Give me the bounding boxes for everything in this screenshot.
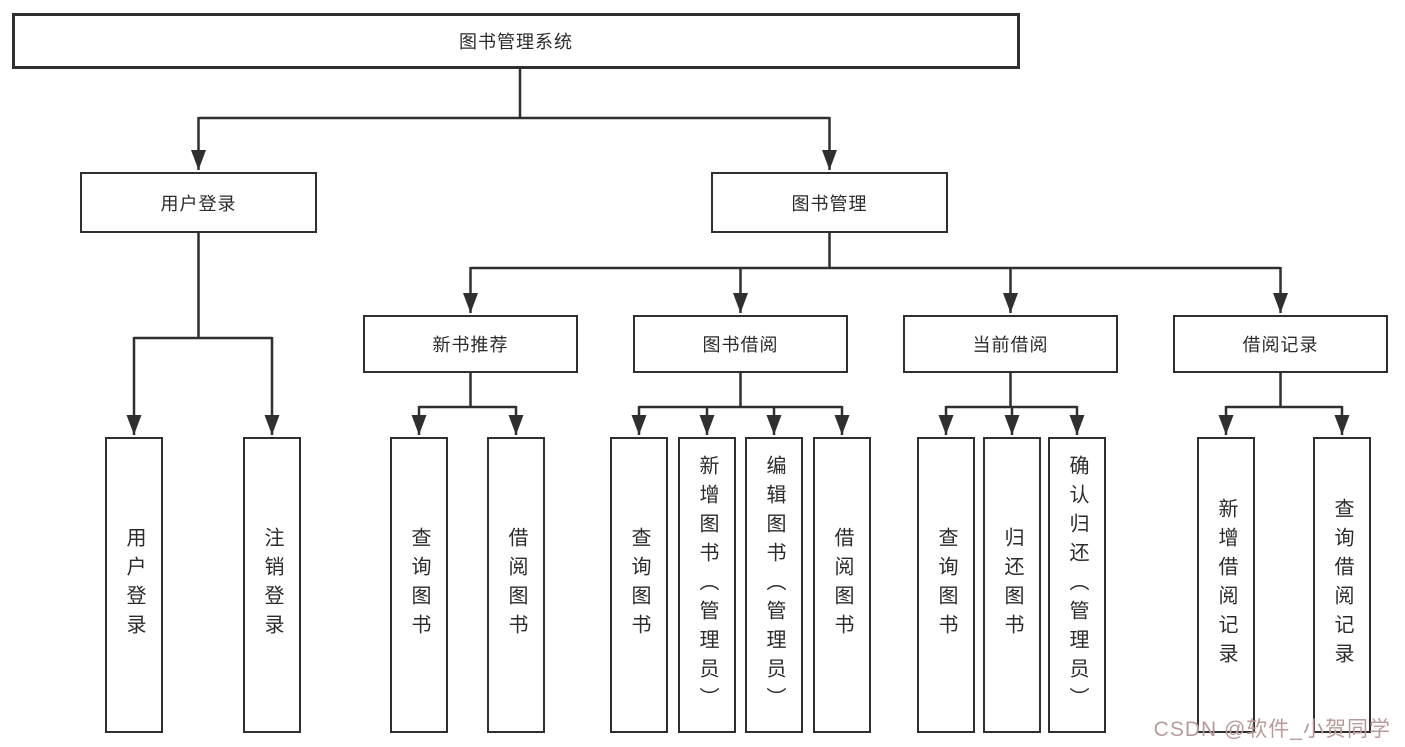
leaf-logout: 注销登录	[243, 437, 301, 733]
leaf-query-borrow-record: 查询借阅记录	[1313, 437, 1371, 733]
node-user-login-label: 用户登录	[160, 193, 237, 214]
leaf-edit-book-admin: 编辑图书（管理员）	[745, 437, 803, 733]
leaf-query-books-recommend: 查询图书	[390, 437, 448, 733]
node-borrow-records: 借阅记录	[1173, 315, 1388, 373]
node-borrow-records-label: 借阅记录	[1242, 335, 1319, 355]
leaf-query-books-borrow: 查询图书	[610, 437, 668, 733]
node-book-borrow: 图书借阅	[633, 315, 848, 373]
node-current-borrow: 当前借阅	[903, 315, 1118, 373]
leaf-user-login-label: 用户登录	[123, 527, 145, 643]
leaf-query-books-borrow-label: 查询图书	[628, 527, 650, 643]
leaf-add-book-admin: 新增图书（管理员）	[678, 437, 736, 733]
node-root-label: 图书管理系统	[459, 32, 573, 52]
leaf-edit-book-admin-label: 编辑图书（管理员）	[763, 454, 785, 716]
node-book-borrow-label: 图书借阅	[702, 335, 779, 355]
leaf-query-books-current-label: 查询图书	[935, 527, 957, 643]
node-book-management-label: 图书管理	[791, 193, 868, 214]
leaf-return-book-label: 归还图书	[1001, 527, 1023, 643]
leaf-confirm-return-admin: 确认归还（管理员）	[1048, 437, 1106, 733]
leaf-add-borrow-record: 新增借阅记录	[1197, 437, 1255, 733]
leaf-borrow-books-recommend-label: 借阅图书	[505, 527, 527, 643]
node-user-login: 用户登录	[80, 172, 317, 233]
node-current-borrow-label: 当前借阅	[972, 335, 1049, 355]
leaf-borrow-books-label: 借阅图书	[831, 527, 853, 643]
node-new-book-recommend-label: 新书推荐	[432, 335, 509, 355]
leaf-borrow-books-recommend: 借阅图书	[487, 437, 545, 733]
leaf-confirm-return-admin-label: 确认归还（管理员）	[1066, 454, 1088, 716]
leaf-user-login: 用户登录	[105, 437, 163, 733]
watermark: CSDN @软件_小贺同学	[1153, 718, 1391, 741]
leaf-add-book-admin-label: 新增图书（管理员）	[696, 454, 718, 716]
leaf-query-books-current: 查询图书	[917, 437, 975, 733]
leaf-borrow-books: 借阅图书	[813, 437, 871, 733]
leaf-logout-label: 注销登录	[261, 527, 283, 643]
leaf-query-borrow-record-label: 查询借阅记录	[1331, 498, 1353, 672]
leaf-return-book: 归还图书	[983, 437, 1041, 733]
node-book-management: 图书管理	[711, 172, 948, 233]
node-root: 图书管理系统	[12, 13, 1020, 69]
node-new-book-recommend: 新书推荐	[363, 315, 578, 373]
leaf-add-borrow-record-label: 新增借阅记录	[1215, 498, 1237, 672]
leaf-query-books-recommend-label: 查询图书	[408, 527, 430, 643]
